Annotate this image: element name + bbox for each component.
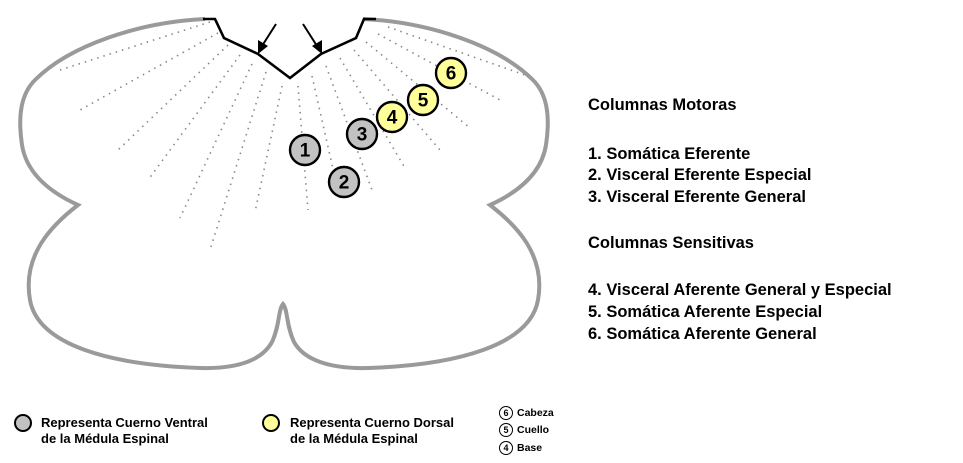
motor-item-2: 2. Visceral Eferente Especial xyxy=(588,165,812,186)
column-marker-3: 3 xyxy=(347,119,377,149)
column-marker-5: 5 xyxy=(408,85,438,115)
head-label: Cabeza xyxy=(517,406,554,420)
ventral-swatch xyxy=(14,414,32,432)
column-number: 3 xyxy=(357,125,368,146)
neck-label: Cuello xyxy=(517,423,549,437)
base-legend: 4 Base xyxy=(499,441,542,455)
column-marker-2: 2 xyxy=(329,167,359,197)
ventral-legend-line2: de la Médula Espinal xyxy=(41,431,169,447)
column-number: 6 xyxy=(446,64,457,85)
neck-number: 5 xyxy=(499,423,513,437)
neck-legend: 5 Cuello xyxy=(499,423,549,437)
sensory-item-5: 5. Somática Aferente Especial xyxy=(588,302,822,323)
sensory-item-4: 4. Visceral Aferente General y Especial xyxy=(588,280,892,301)
ventral-legend-line1: Representa Cuerno Ventral xyxy=(41,415,208,431)
column-number: 1 xyxy=(300,141,311,162)
dorsal-swatch xyxy=(262,414,280,432)
motor-heading: Columnas Motoras xyxy=(588,95,737,116)
motor-item-1: 1. Somática Eferente xyxy=(588,144,750,165)
column-marker-1: 1 xyxy=(290,135,320,165)
sensory-item-6: 6. Somática Aferente General xyxy=(588,324,817,345)
dorsal-legend-line2: de la Médula Espinal xyxy=(290,431,418,447)
base-number: 4 xyxy=(499,441,513,455)
dorsal-legend-line1: Representa Cuerno Dorsal xyxy=(290,415,454,431)
column-number: 5 xyxy=(418,91,429,112)
column-marker-6: 6 xyxy=(436,58,466,88)
column-number: 2 xyxy=(339,173,350,194)
head-number: 6 xyxy=(499,406,513,420)
head-legend: 6 Cabeza xyxy=(499,406,554,420)
motor-item-3: 3. Visceral Eferente General xyxy=(588,187,806,208)
sensory-heading: Columnas Sensitivas xyxy=(588,233,754,254)
cord-outline xyxy=(20,19,548,368)
column-number: 4 xyxy=(387,108,398,129)
base-label: Base xyxy=(517,441,542,455)
column-marker-4: 4 xyxy=(377,102,407,132)
